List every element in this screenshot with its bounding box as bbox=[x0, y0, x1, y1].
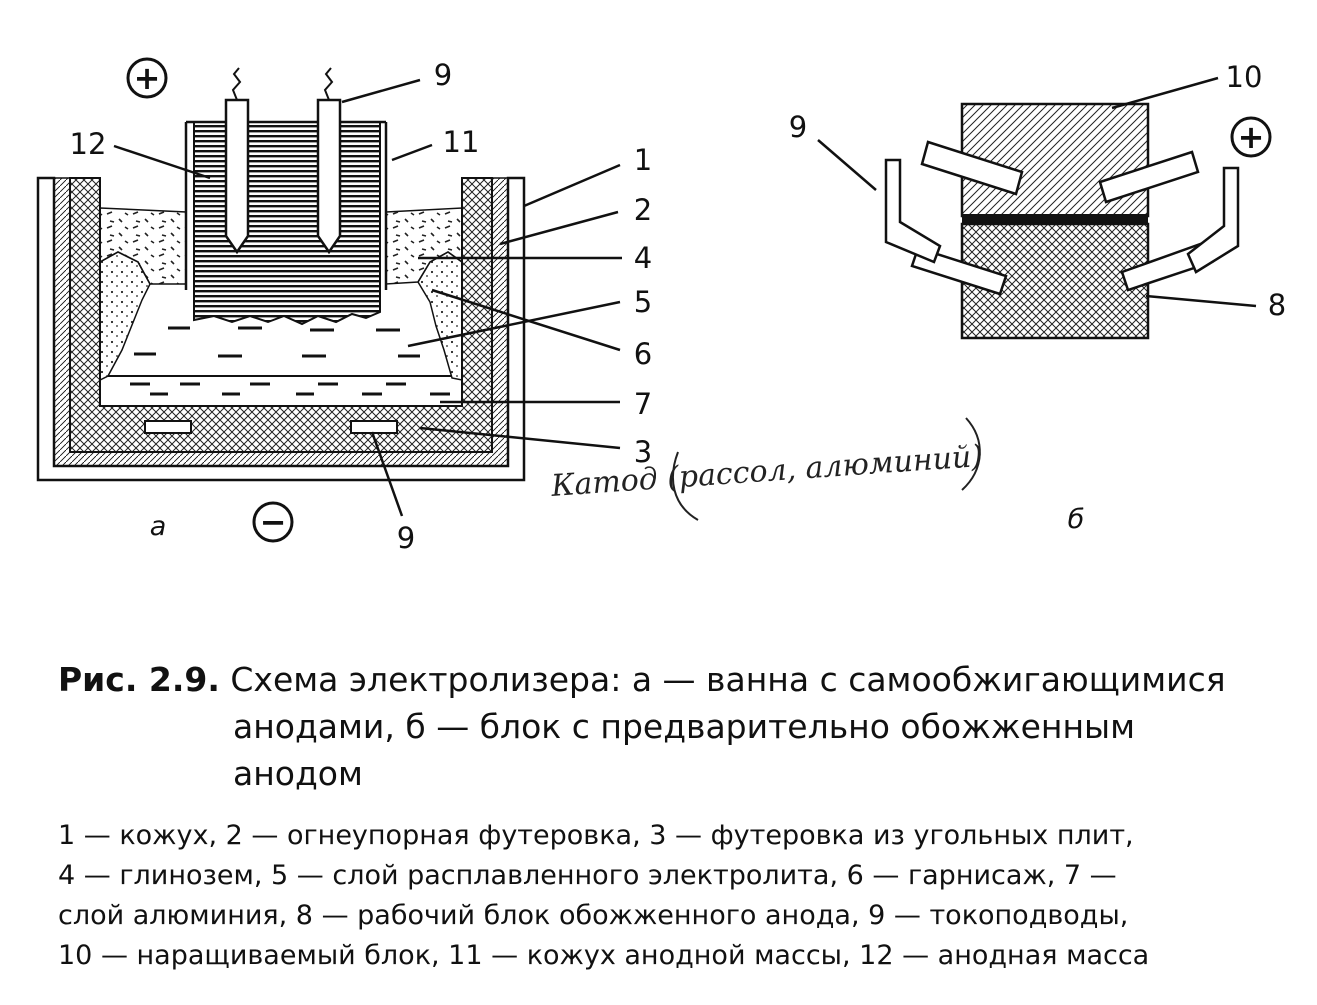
electrolyzer-diagram: + − 9 11 12 1 2 4 5 6 7 3 9 а bbox=[36, 57, 1286, 555]
anode-stud-right bbox=[316, 98, 342, 255]
callout-4: 4 bbox=[634, 241, 652, 275]
growing-block bbox=[960, 102, 1150, 218]
callout-7: 7 bbox=[634, 387, 652, 421]
callout-3: 3 bbox=[634, 435, 652, 469]
callout-12: 12 bbox=[70, 127, 107, 161]
minus-circle bbox=[252, 501, 294, 543]
aluminum-layer bbox=[130, 382, 450, 396]
caption-line-3: анодом bbox=[233, 754, 363, 793]
leader-lines-b bbox=[817, 76, 1257, 308]
caption-line-2: анодами, б — блок с предварительно обожж… bbox=[233, 707, 1135, 746]
figure-b: + 10 9 8 б bbox=[789, 60, 1286, 535]
sub-label-b: б bbox=[1068, 504, 1085, 535]
cathode-bar-right bbox=[350, 420, 398, 434]
callout-11: 11 bbox=[443, 125, 480, 159]
caption-prefix: Рис. 2.9. bbox=[58, 660, 220, 699]
legend-line-2: 4 — глинозем, 5 — слой расплавленного эл… bbox=[58, 860, 1117, 891]
electrolyte-layer bbox=[134, 326, 420, 358]
cathode-bar-left bbox=[144, 420, 192, 434]
current-leads-b bbox=[884, 140, 1240, 296]
figure-caption: Рис. 2.9. Схема электролизера: а — ванна… bbox=[58, 656, 1298, 797]
figure-legend: 1 — кожух, 2 — огнеупорная футеровка, 3 … bbox=[58, 816, 1298, 976]
callout-9-bottom: 9 bbox=[397, 521, 415, 555]
caption-line-1: Рис. 2.9. Схема электролизера: а — ванна… bbox=[58, 656, 1298, 703]
sub-label-a: а bbox=[150, 511, 167, 542]
leader-lines-a bbox=[113, 78, 622, 517]
callout-9-b: 9 bbox=[789, 110, 807, 144]
anode-mass bbox=[193, 121, 381, 326]
callout-9-top: 9 bbox=[434, 58, 452, 92]
plus-circle bbox=[126, 57, 168, 99]
block-joint bbox=[962, 214, 1148, 224]
minus-sign: − bbox=[260, 503, 287, 541]
anode-stud-left bbox=[224, 98, 250, 255]
callout-10: 10 bbox=[1226, 60, 1263, 94]
legend-line-3: слой алюминия, 8 — рабочий блок обожженн… bbox=[58, 900, 1129, 931]
caption-text-1: Схема электролизера: а — ванна с самообж… bbox=[219, 660, 1226, 699]
callout-2: 2 bbox=[634, 193, 652, 227]
garnissage-left bbox=[99, 251, 151, 382]
callout-5: 5 bbox=[634, 285, 652, 319]
garnissage-right bbox=[417, 251, 463, 381]
figure-a: + − 9 11 12 1 2 4 5 6 7 3 9 а bbox=[36, 57, 984, 555]
legend-line-1: 1 — кожух, 2 — огнеупорная футеровка, 3 … bbox=[58, 820, 1134, 851]
plus-circle-b bbox=[1230, 116, 1272, 158]
plus-sign: + bbox=[134, 59, 161, 97]
callout-8: 8 bbox=[1268, 288, 1286, 322]
legend-line-4: 10 — наращиваемый блок, 11 — кожух анодн… bbox=[58, 940, 1150, 971]
callout-6: 6 bbox=[634, 337, 652, 371]
plus-sign-b: + bbox=[1238, 118, 1265, 156]
callout-1: 1 bbox=[634, 143, 652, 177]
